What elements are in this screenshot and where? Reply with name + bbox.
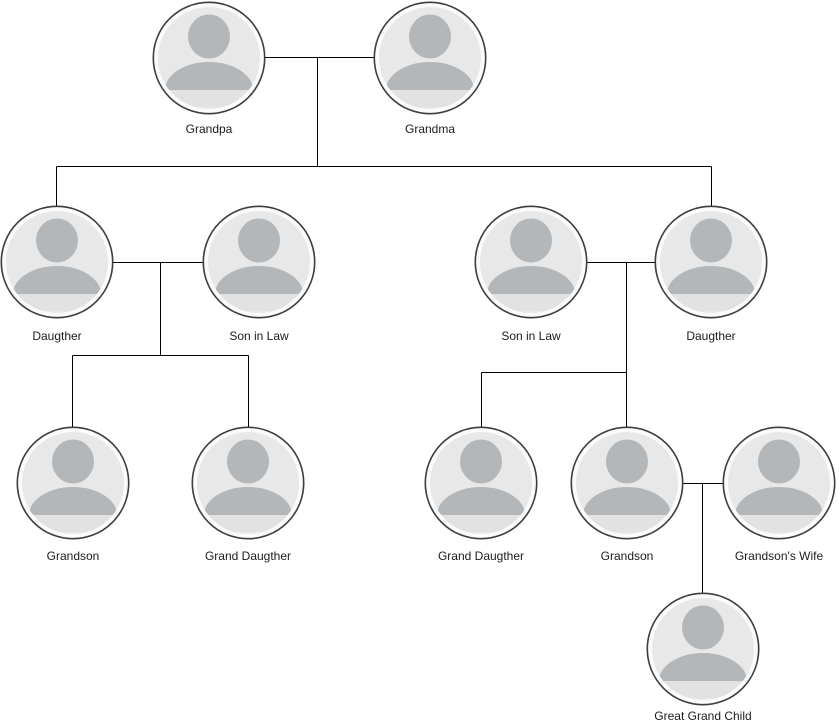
person-avatar-icon bbox=[424, 426, 538, 540]
person-node-granddaughter-right[interactable]: Grand Daugther bbox=[424, 426, 538, 563]
person-avatar-icon bbox=[570, 426, 684, 540]
person-label: Great Grand Child bbox=[654, 709, 752, 723]
person-node-grandma[interactable]: Grandma bbox=[373, 1, 487, 136]
person-label: Grandson bbox=[46, 549, 100, 563]
person-avatar-icon bbox=[474, 205, 588, 319]
person-node-great-grand-child[interactable]: Great Grand Child bbox=[646, 592, 760, 723]
person-label: Daugther bbox=[686, 329, 736, 343]
person-node-daughter-right[interactable]: Daugther bbox=[654, 205, 768, 343]
person-label: Son in Law bbox=[229, 329, 289, 343]
person-node-son-in-law-right[interactable]: Son in Law bbox=[474, 205, 588, 343]
person-avatar-icon bbox=[373, 1, 487, 115]
person-avatar-icon bbox=[152, 1, 266, 115]
person-node-grandsons-wife[interactable]: Grandson's Wife bbox=[722, 426, 836, 563]
person-avatar-icon bbox=[646, 592, 760, 706]
person-label: Grandpa bbox=[185, 122, 233, 136]
person-label: Son in Law bbox=[501, 329, 561, 343]
person-avatar-icon bbox=[0, 205, 114, 319]
person-label: Grand Daugther bbox=[204, 549, 292, 563]
person-label: Grandson bbox=[600, 549, 654, 563]
person-node-daughter-left[interactable]: Daugther bbox=[0, 205, 114, 343]
person-node-son-in-law-left[interactable]: Son in Law bbox=[202, 205, 316, 343]
person-node-grandpa[interactable]: Grandpa bbox=[152, 1, 266, 136]
person-node-grandson-right[interactable]: Grandson bbox=[570, 426, 684, 563]
person-avatar-icon bbox=[191, 426, 305, 540]
person-avatar-icon bbox=[654, 205, 768, 319]
person-label: Daugther bbox=[32, 329, 82, 343]
person-node-granddaughter-left[interactable]: Grand Daugther bbox=[191, 426, 305, 563]
person-avatar-icon bbox=[722, 426, 836, 540]
person-avatar-icon bbox=[16, 426, 130, 540]
person-node-grandson-left[interactable]: Grandson bbox=[16, 426, 130, 563]
person-avatar-icon bbox=[202, 205, 316, 319]
person-label: Grandma bbox=[404, 122, 456, 136]
person-label: Grandson's Wife bbox=[734, 549, 824, 563]
person-label: Grand Daugther bbox=[437, 549, 525, 563]
